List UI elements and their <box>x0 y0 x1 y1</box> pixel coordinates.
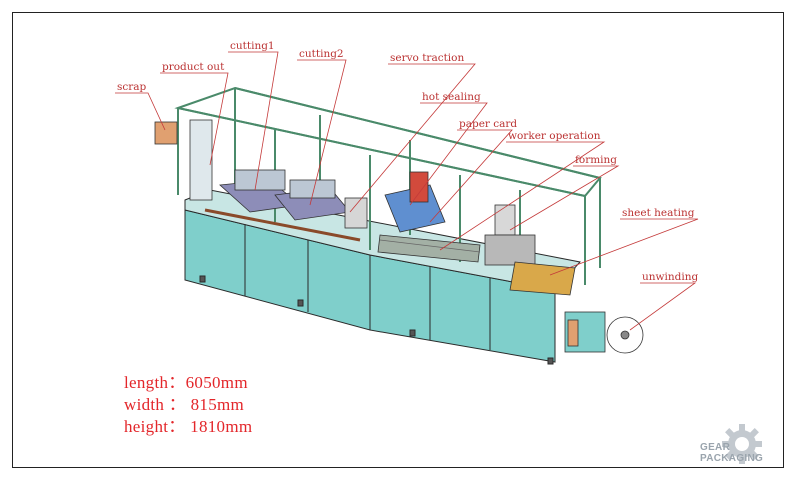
stations <box>154 119 644 354</box>
label-unwinding: unwinding <box>642 271 698 283</box>
gear-packaging-logo: GEAR PACKAGING <box>700 420 796 470</box>
label-sheet-heating: sheet heating <box>622 207 695 219</box>
machine-dimensions: length：6050mm width ： 815mm height： 1810… <box>124 372 252 438</box>
spec-width: width ： 815mm <box>124 395 245 414</box>
label-servo-traction: servo traction <box>390 52 464 64</box>
label-paper-card: paper card <box>459 118 517 130</box>
gear-icon <box>722 424 762 464</box>
label-product-out: product out <box>162 61 225 73</box>
callout-lines <box>115 51 699 331</box>
label-hot-sealing: hot sealing <box>422 91 481 103</box>
callout-labels: scrap product out cutting1 cutting2 serv… <box>117 40 698 283</box>
label-cutting2: cutting2 <box>299 48 344 60</box>
label-cutting1: cutting1 <box>230 40 275 52</box>
logo-text: GEAR PACKAGING <box>700 442 764 464</box>
label-worker-operation: worker operation <box>508 130 601 142</box>
spec-length: length：6050mm <box>124 373 248 392</box>
label-forming: forming <box>575 154 617 166</box>
spec-height: height： 1810mm <box>124 417 253 436</box>
label-scrap: scrap <box>117 81 147 93</box>
